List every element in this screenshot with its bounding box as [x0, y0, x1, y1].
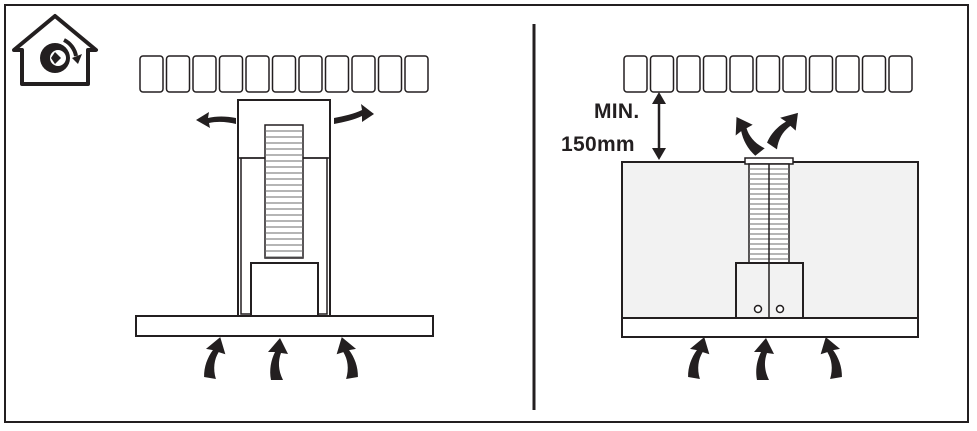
airflow-arrow-icon: [201, 335, 229, 380]
ceiling-joists-left: [139, 55, 429, 93]
flexible-duct-right: [748, 163, 790, 264]
ceiling-joist: [298, 55, 323, 93]
ceiling-joist: [676, 55, 701, 93]
ceiling-joist: [729, 55, 754, 93]
ceiling-joist: [165, 55, 191, 93]
ceiling-joist: [192, 55, 217, 93]
clearance-dimension-arrow: [652, 92, 666, 160]
airflow-arrow-icon: [817, 335, 845, 380]
ceiling-joist: [861, 55, 887, 93]
ceiling-joist: [755, 55, 781, 93]
airflow-arrow-icon: [727, 112, 769, 158]
ceiling-joist: [835, 55, 860, 93]
ceiling-joist: [623, 55, 648, 93]
ceiling-joist: [782, 55, 807, 93]
flexible-duct-left: [264, 124, 304, 259]
diagram-frame: [4, 4, 969, 423]
hood-canopy-right: [621, 317, 919, 338]
ceiling-joist: [649, 55, 675, 93]
ceiling-joist: [702, 55, 728, 93]
ceiling-joist: [271, 55, 297, 93]
ceiling-joist: [324, 55, 350, 93]
house-recirculation-icon: [12, 14, 98, 86]
ceiling-joist: [218, 55, 244, 93]
clearance-label-min: MIN.: [594, 100, 640, 123]
airflow-arrow-icon: [685, 335, 713, 380]
ceiling-joists-right: [623, 55, 913, 93]
ceiling-joist: [404, 55, 429, 93]
ceiling-joist: [351, 55, 376, 93]
hood-canopy-left: [135, 315, 434, 337]
ceiling-joist: [808, 55, 834, 93]
airflow-arrow-icon: [196, 104, 374, 128]
clearance-label-150mm: 150mm: [561, 133, 635, 156]
ceiling-joist: [139, 55, 164, 93]
ceiling-joist: [888, 55, 913, 93]
ceiling-joist: [377, 55, 403, 93]
airflow-arrow-icon: [268, 338, 288, 380]
ceiling-joist: [245, 55, 270, 93]
outlet-collar-right: [744, 157, 794, 165]
airflow-arrow-icon: [754, 338, 774, 380]
airflow-arrow-icon: [764, 106, 805, 153]
airflow-arrow-icon: [333, 335, 361, 380]
motor-unit-right: [735, 262, 804, 319]
